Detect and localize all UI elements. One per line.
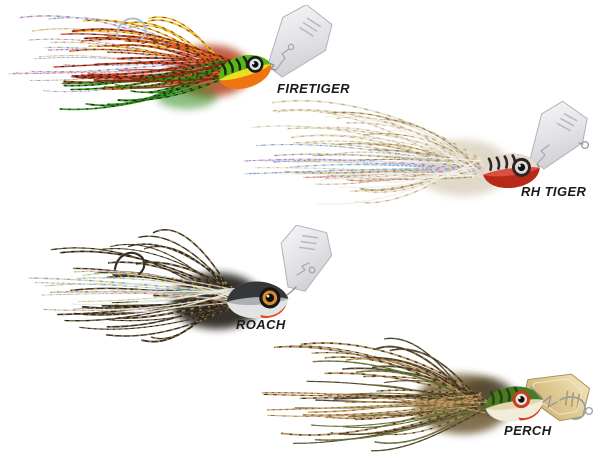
lure-photo-firetiger xyxy=(7,5,333,111)
lure-photo-rh-tiger xyxy=(243,99,590,205)
lure-label-roach: ROACH xyxy=(236,317,286,332)
lure-label-rh-tiger: RH TIGER xyxy=(521,184,587,199)
lure-label-firetiger: FIRETIGER xyxy=(277,81,350,96)
lure-photo-perch xyxy=(261,337,594,452)
lure-photo-roach xyxy=(28,225,333,343)
lure-label-perch: PERCH xyxy=(504,423,552,438)
